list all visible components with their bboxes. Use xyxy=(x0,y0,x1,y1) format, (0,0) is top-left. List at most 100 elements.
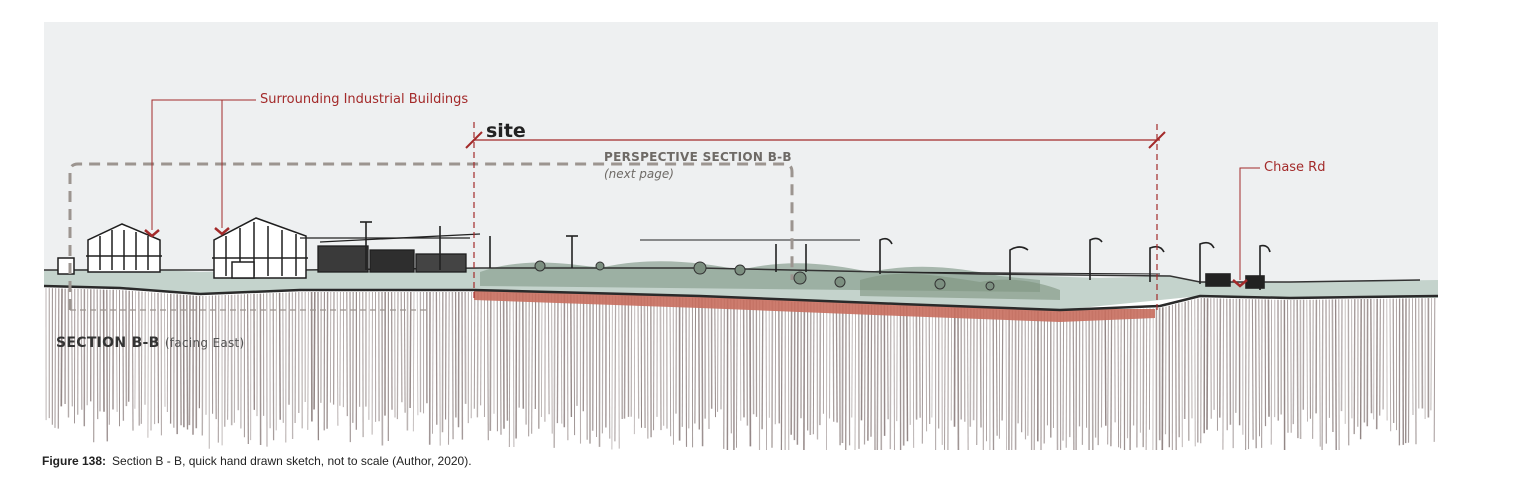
hatch-line xyxy=(1392,298,1395,424)
hatch-line xyxy=(96,289,99,420)
hatch-line xyxy=(780,301,783,451)
hatch-line xyxy=(851,304,853,418)
section-title-text: SECTION B-B xyxy=(56,335,160,351)
hatch-line xyxy=(1296,299,1299,439)
hatch-line xyxy=(1161,307,1164,451)
hatch-line xyxy=(870,304,873,437)
hatch-line xyxy=(551,294,553,434)
chase-rd-label: Chase Rd xyxy=(1264,160,1326,175)
hatch-line xyxy=(812,302,815,435)
hatch-line xyxy=(803,302,806,451)
hatch-line xyxy=(912,306,915,448)
hatch-line xyxy=(889,305,892,450)
hatch-line xyxy=(611,295,613,450)
hatch-line xyxy=(659,296,662,431)
hatch-line xyxy=(819,302,822,426)
hatch-line xyxy=(1306,299,1308,422)
hatch-line xyxy=(1311,299,1314,439)
hatch-line xyxy=(179,294,182,426)
hatch-line xyxy=(278,292,281,420)
hatch-line xyxy=(1183,301,1186,420)
perspective-section-subtitle: (next page) xyxy=(604,167,674,181)
hatch-line xyxy=(127,290,130,402)
hatch-line xyxy=(1100,310,1103,428)
hatch-line xyxy=(967,308,969,451)
hatch-line xyxy=(54,288,57,428)
hatch-line xyxy=(1267,299,1270,417)
hatch-line xyxy=(1164,306,1167,435)
hatch-line xyxy=(1219,298,1222,418)
hatch-line xyxy=(553,294,556,448)
hatch-line xyxy=(765,300,767,451)
hatch-line xyxy=(122,290,125,421)
hatch-line xyxy=(447,291,450,445)
section-title-subtext: (facing East) xyxy=(164,336,245,350)
hatch-line xyxy=(931,307,933,418)
hatch-line xyxy=(247,294,249,445)
hatch-line xyxy=(412,291,415,432)
hatch-line xyxy=(1353,299,1356,435)
section-title: SECTION B-B (facing East) xyxy=(56,335,245,351)
industrial-marker xyxy=(214,227,230,236)
hatch-line xyxy=(489,292,492,431)
hatch-line xyxy=(681,297,684,427)
hatch-line xyxy=(746,299,749,426)
hatch-line xyxy=(694,297,697,424)
hatch-line xyxy=(854,304,857,451)
hatch-line xyxy=(1129,309,1132,451)
hatch-line xyxy=(1433,297,1436,442)
hatch-line xyxy=(1321,299,1324,451)
hatch-line xyxy=(1017,310,1020,424)
hatch-line xyxy=(570,294,573,418)
perspective-section-outline xyxy=(68,162,794,310)
hatch-line xyxy=(138,291,141,426)
hatch-line xyxy=(1107,310,1109,445)
hatch-line xyxy=(723,298,726,449)
industrial-buildings-label: Surrounding Industrial Buildings xyxy=(260,92,469,107)
hatch-line xyxy=(163,293,166,407)
hatch-line xyxy=(403,291,406,413)
industrial-building xyxy=(57,223,162,275)
hatch-line xyxy=(838,303,841,446)
hatch-line xyxy=(326,291,329,429)
hatch-line xyxy=(796,301,799,445)
hatch-line xyxy=(685,297,688,447)
industrial-marker xyxy=(144,229,160,238)
hatch-line xyxy=(499,292,502,435)
hatch-line xyxy=(1251,299,1254,440)
hatch-line xyxy=(1117,309,1120,448)
hatch-line xyxy=(522,293,525,409)
hatch-line xyxy=(921,306,924,444)
site-tick xyxy=(465,131,483,149)
hatch-line xyxy=(1148,308,1151,430)
hatch-line xyxy=(432,291,434,434)
hatch-line xyxy=(1292,299,1295,425)
hatch-line xyxy=(1411,298,1414,416)
hatch-line xyxy=(439,291,441,446)
hatch-line xyxy=(556,294,559,424)
hatch-line xyxy=(906,306,909,442)
hatch-line xyxy=(1072,311,1075,451)
industrial-leader xyxy=(151,99,256,230)
hatch-line xyxy=(1062,311,1065,441)
hatch-line xyxy=(131,290,134,431)
figure-caption: Figure 138:Section B - B, quick hand dra… xyxy=(42,454,472,468)
hatch-line xyxy=(863,304,866,445)
hatch-line xyxy=(1005,309,1007,451)
hatch-line xyxy=(508,292,511,448)
hatch-line xyxy=(282,292,284,423)
hatch-line xyxy=(396,291,399,420)
industrial-building xyxy=(212,217,308,279)
hatch-line xyxy=(867,304,870,441)
hatch-line xyxy=(1053,311,1055,429)
hatch-line xyxy=(476,292,479,418)
hatch-line xyxy=(80,288,83,410)
site-tick xyxy=(1148,131,1166,149)
hatch-line xyxy=(633,296,636,435)
vegetation-mass xyxy=(860,273,1060,300)
hatch-line xyxy=(547,293,550,415)
hatch-line xyxy=(730,299,732,434)
hatch-line xyxy=(1011,310,1013,451)
hatch-line xyxy=(707,298,710,430)
